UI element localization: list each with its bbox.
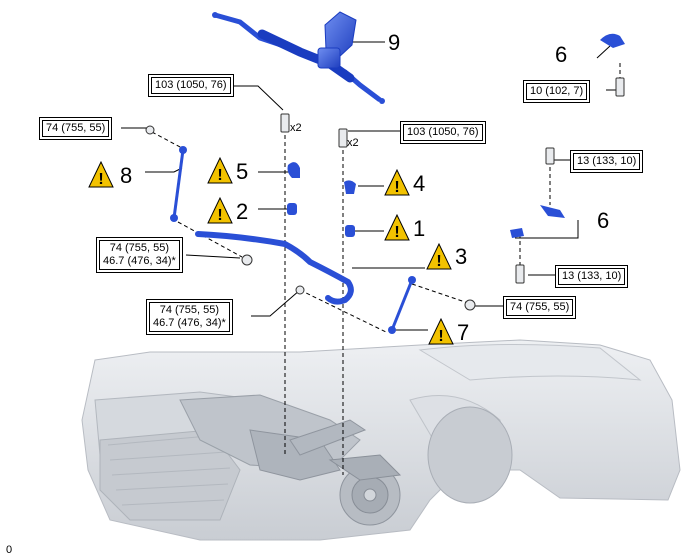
part-number-7: 7 xyxy=(457,320,470,345)
torque-value: 74 (755, 55) xyxy=(506,299,574,316)
warning-icon-7: ! xyxy=(428,317,454,345)
torque-value-two-line: 74 (755, 55) 46.7 (476, 34)* xyxy=(99,240,180,270)
quantity-x2-right: x2 xyxy=(347,137,359,149)
solid-leader-lines xyxy=(121,41,617,331)
part-number-9: 9 xyxy=(388,30,401,55)
svg-text:!: ! xyxy=(98,171,103,188)
torque-spec-8: 74 (755, 55) 46.7 (476, 34)* xyxy=(146,299,233,335)
corner-mark: 0 xyxy=(6,544,13,556)
fasteners xyxy=(145,77,625,311)
torque-spec-2: 103 (1050, 76) xyxy=(148,74,234,97)
svg-text:!: ! xyxy=(438,328,443,345)
torque-value-line-1: 74 (755, 55) xyxy=(109,242,170,254)
torque-value: 10 (102, 7) xyxy=(526,83,588,100)
warning-icon-8: ! xyxy=(88,160,114,188)
torque-spec-9: 74 (755, 55) xyxy=(503,296,577,319)
part-number-3: 3 xyxy=(455,244,468,269)
warning-icon-3: ! xyxy=(426,242,452,270)
warning-icon-5: ! xyxy=(207,156,233,184)
torque-value-line-2: 46.7 (476, 34)* xyxy=(103,255,176,267)
svg-text:!: ! xyxy=(394,224,399,241)
torque-value-two-line: 74 (755, 55) 46.7 (476, 34)* xyxy=(149,302,230,332)
part-number-2: 2 xyxy=(236,199,249,224)
torque-value-line-2: 46.7 (476, 34)* xyxy=(153,317,226,329)
steering-gear-assembly xyxy=(212,11,385,104)
svg-text:!: ! xyxy=(394,179,399,196)
part-number-4: 4 xyxy=(413,171,426,196)
torque-spec-4: 103 (1050, 76) xyxy=(400,121,486,144)
torque-value: 103 (1050, 76) xyxy=(151,77,231,94)
warning-icon-1: ! xyxy=(384,213,410,241)
dashed-leader-lines xyxy=(151,63,621,475)
svg-text:!: ! xyxy=(217,207,222,224)
torque-spec-6: 74 (755, 55) 46.7 (476, 34)* xyxy=(96,237,183,273)
svg-text:!: ! xyxy=(217,167,222,184)
bushings-and-brackets xyxy=(287,33,625,238)
torque-spec-3: 74 (755, 55) xyxy=(39,117,113,140)
torque-spec-1: 10 (102, 7) xyxy=(523,80,591,103)
torque-spec-7: 13 (133, 10) xyxy=(555,265,629,288)
warning-icon-4: ! xyxy=(384,168,410,196)
torque-value: 13 (133, 10) xyxy=(573,153,641,170)
torque-spec-5: 13 (133, 10) xyxy=(570,150,644,173)
torque-value: 74 (755, 55) xyxy=(42,120,110,137)
part-number-6-top: 6 xyxy=(555,42,568,67)
torque-value-line-1: 74 (755, 55) xyxy=(159,304,220,316)
torque-value: 13 (133, 10) xyxy=(558,268,626,285)
part-number-5: 5 xyxy=(236,159,249,184)
stabilizer-link-left xyxy=(170,146,187,222)
part-number-6-right: 6 xyxy=(597,208,610,233)
stabilizer-bar xyxy=(195,231,354,305)
part-number-1: 1 xyxy=(413,216,426,241)
svg-text:!: ! xyxy=(436,253,441,270)
torque-value: 103 (1050, 76) xyxy=(403,124,483,141)
warning-icons: ! ! ! ! ! ! ! xyxy=(88,156,454,345)
stabilizer-link-right xyxy=(388,276,416,334)
warning-icon-2: ! xyxy=(207,196,233,224)
vehicle-front-illustration xyxy=(81,339,681,541)
quantity-x2-left: x2 xyxy=(290,122,302,134)
part-number-8: 8 xyxy=(120,163,133,188)
